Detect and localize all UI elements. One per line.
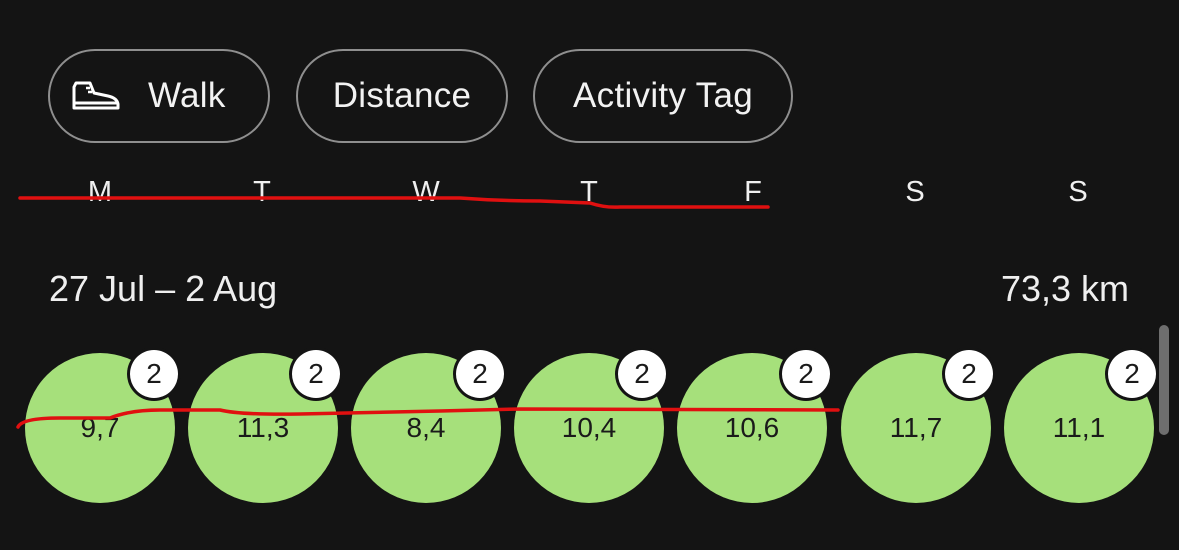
day-distance-value: 9,7 xyxy=(80,412,120,443)
annotation-stroke-weekdays xyxy=(18,196,770,209)
walk-filter-label: Walk xyxy=(148,76,226,115)
activity-tag-filter-chip[interactable]: Activity Tag xyxy=(533,49,793,143)
scrollbar-thumb[interactable] xyxy=(1159,325,1169,435)
activity-count-badge: 2 xyxy=(945,350,993,398)
day-distance-value: 10,6 xyxy=(724,412,780,443)
day-distance-value: 11,1 xyxy=(1052,412,1106,443)
distance-filter-chip[interactable]: Distance xyxy=(296,49,508,143)
weekday-label: S xyxy=(1068,176,1088,208)
weekday-label: S xyxy=(905,176,925,208)
day-distance-value: 10,4 xyxy=(561,412,617,443)
day-distance-value: 11,3 xyxy=(236,412,290,443)
walk-filter-chip[interactable]: Walk xyxy=(48,49,270,143)
day-distance-value: 8,4 xyxy=(406,412,446,443)
weekday-label: T xyxy=(580,176,598,208)
activity-count-badge: 2 xyxy=(130,350,178,398)
distance-filter-label: Distance xyxy=(332,76,472,115)
activity-count-badge: 2 xyxy=(292,350,340,398)
weekday-label: T xyxy=(253,176,271,208)
weekday-label: F xyxy=(744,176,762,208)
weekday-label: M xyxy=(87,176,113,208)
week-total-distance: 73,3 km xyxy=(1000,268,1129,309)
weekday-label: W xyxy=(412,176,440,208)
activity-count-badge: 2 xyxy=(1108,350,1156,398)
activity-tag-filter-label: Activity Tag xyxy=(573,76,753,115)
shoe-icon xyxy=(72,81,120,110)
week-range: 27 Jul – 2 Aug xyxy=(49,268,278,309)
activity-count-badge: 2 xyxy=(782,350,830,398)
activity-count-badge: 2 xyxy=(618,350,666,398)
activity-count-badge: 2 xyxy=(456,350,504,398)
day-distance-value: 11,7 xyxy=(889,412,943,443)
